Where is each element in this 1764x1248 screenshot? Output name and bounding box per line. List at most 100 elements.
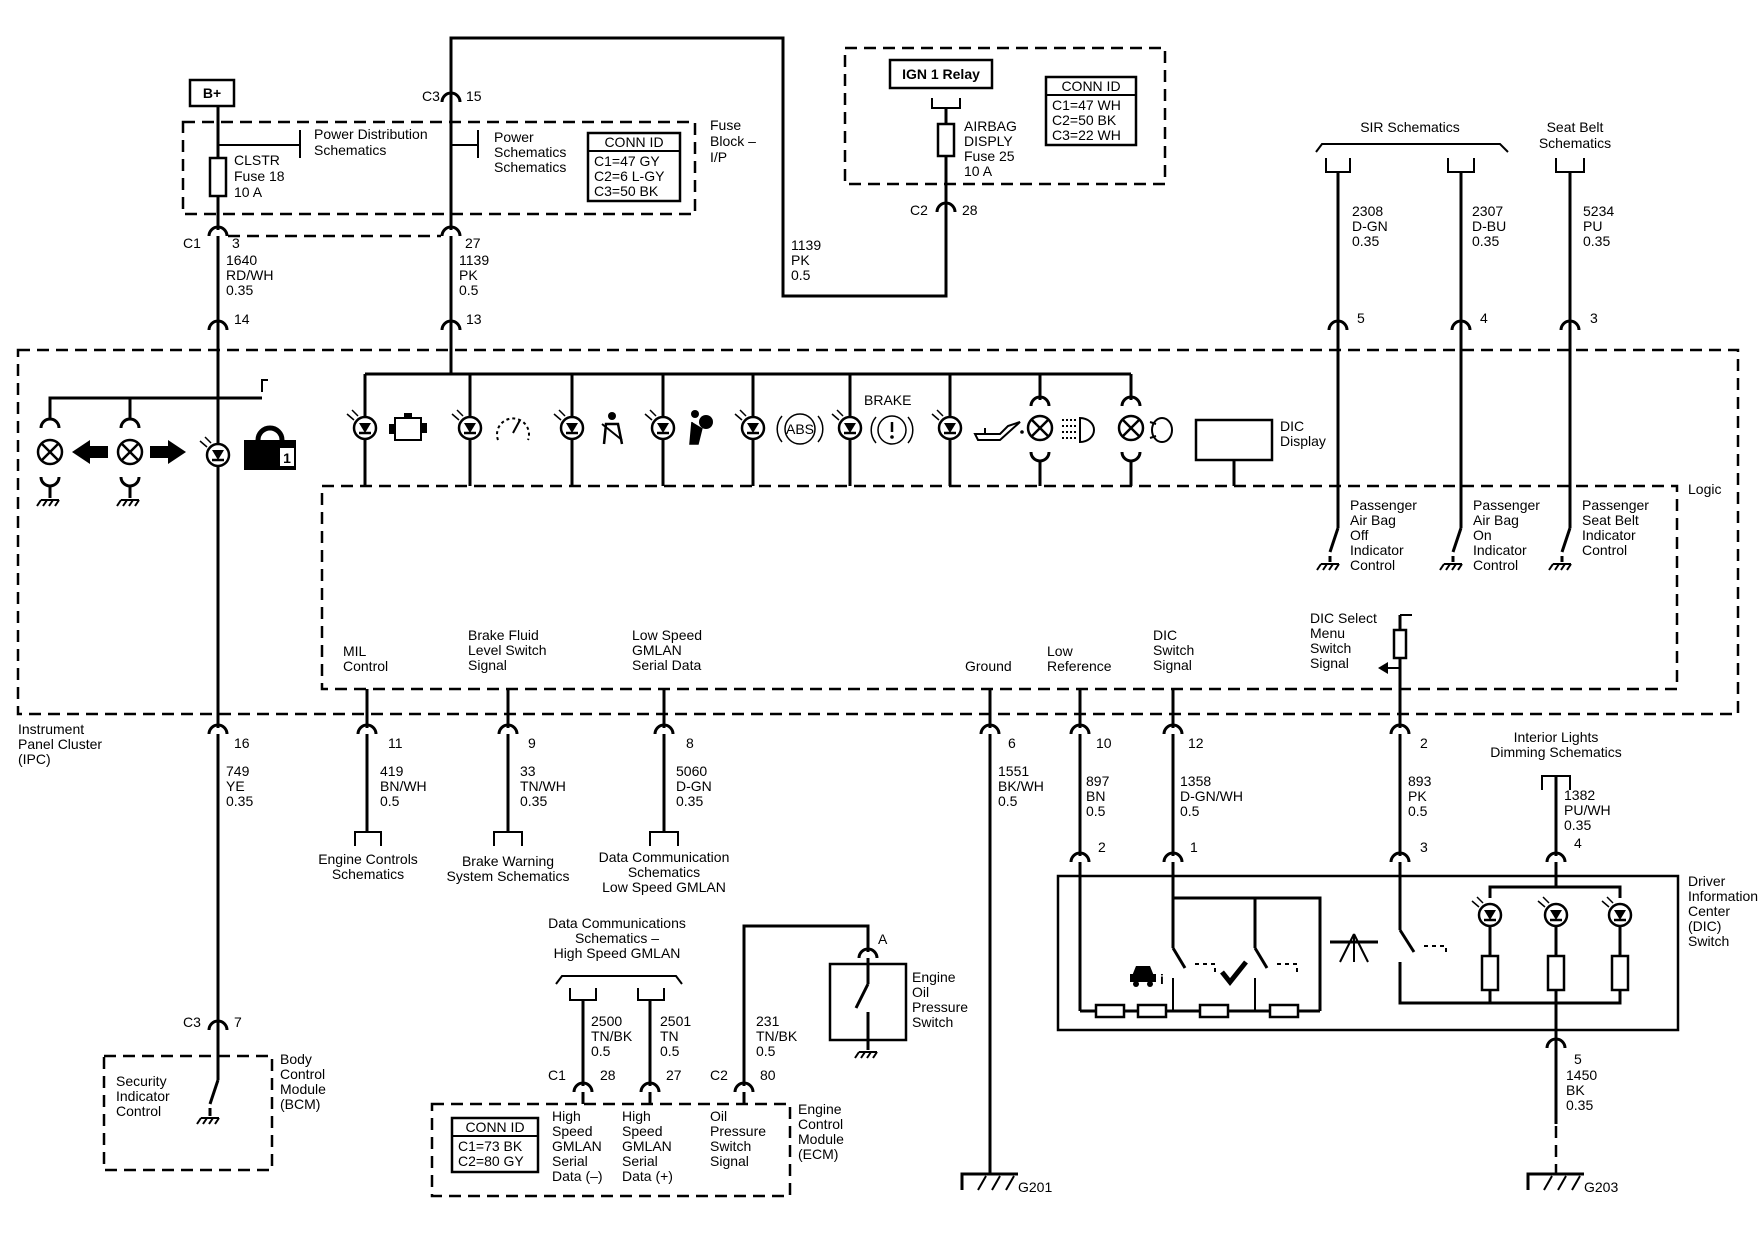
svg-text:Schematics: Schematics <box>628 864 700 880</box>
svg-text:GMLAN: GMLAN <box>552 1138 602 1154</box>
svg-text:2: 2 <box>1420 735 1428 751</box>
b-plus-label: B+ <box>203 85 221 101</box>
wire-1382: 1382 PU/WH 0.35 <box>1564 787 1611 833</box>
svg-text:G201: G201 <box>1018 1179 1052 1195</box>
svg-text:C2=6 L-GY: C2=6 L-GY <box>594 168 665 184</box>
turn-right-lamp <box>116 417 186 507</box>
wire-2307: 2307 D-BU 0.35 <box>1472 203 1506 249</box>
svg-text:28: 28 <box>962 202 978 218</box>
svg-text:Engine Controls: Engine Controls <box>318 851 418 867</box>
svg-text:Menu: Menu <box>1310 625 1345 641</box>
dimmer-icon <box>1330 933 1378 963</box>
svg-text:BK/WH: BK/WH <box>998 778 1044 794</box>
wire-419: 419 BN/WH 0.5 <box>380 763 427 809</box>
svg-text:Low Speed: Low Speed <box>632 627 702 643</box>
svg-text:0.5: 0.5 <box>380 793 400 809</box>
svg-text:4: 4 <box>1574 835 1582 851</box>
b-plus-block: B+ <box>188 78 236 108</box>
svg-text:Indicator: Indicator <box>116 1088 170 1104</box>
mil-indicator <box>345 374 427 486</box>
svg-text:1: 1 <box>1190 839 1198 855</box>
svg-text:Oil: Oil <box>912 984 929 1000</box>
svg-text:Schematics –: Schematics – <box>575 930 659 946</box>
abs-icon: ABS <box>776 413 824 445</box>
svg-text:Interior Lights: Interior Lights <box>1514 729 1599 745</box>
svg-text:GMLAN: GMLAN <box>622 1138 672 1154</box>
high-speed-gmlan-schematics: Data Communications Schematics – High Sp… <box>548 915 686 1001</box>
svg-text:BN: BN <box>1086 788 1105 804</box>
svg-text:Reference: Reference <box>1047 658 1112 674</box>
brake-fluid-level: Brake Fluid Level Switch Signal <box>468 627 547 728</box>
svg-text:0.5: 0.5 <box>591 1043 611 1059</box>
svg-text:Indicator: Indicator <box>1350 542 1404 558</box>
svg-text:0.5: 0.5 <box>1086 803 1106 819</box>
wire-897: 897 BN 0.5 <box>1086 773 1110 819</box>
svg-text:MIL: MIL <box>343 643 367 659</box>
wire-1640: 1640 RD/WH 0.35 <box>226 252 273 298</box>
svg-text:SIR Schematics: SIR Schematics <box>1360 119 1460 135</box>
oil-can-icon <box>973 421 1024 441</box>
seat-belt-indicator <box>552 374 624 486</box>
arrow-left-icon <box>72 440 108 464</box>
svg-text:2308: 2308 <box>1352 203 1383 219</box>
bcm-box <box>102 1054 274 1172</box>
checkmark-icon <box>1220 960 1248 987</box>
svg-text:PK: PK <box>1408 788 1427 804</box>
svg-text:Low Speed GMLAN: Low Speed GMLAN <box>602 879 726 895</box>
wire-1551: 1551 BK/WH 0.5 <box>998 763 1044 809</box>
svg-text:Indicator: Indicator <box>1582 527 1636 543</box>
svg-text:0.5: 0.5 <box>660 1043 680 1059</box>
svg-text:9: 9 <box>528 735 536 751</box>
ladder-resistor-3 <box>1198 1003 1230 1019</box>
svg-text:A: A <box>878 931 888 947</box>
ipc-label: Instrument Panel Cluster (IPC) <box>18 721 102 767</box>
svg-text:Switch: Switch <box>1688 933 1729 949</box>
svg-text:Control: Control <box>343 658 388 674</box>
pullup-resistor <box>1392 628 1408 660</box>
svg-text:Signal: Signal <box>710 1153 749 1169</box>
wire-2500: 2500 TN/BK 0.5 <box>591 1013 633 1059</box>
seat-belt-icon <box>601 412 624 445</box>
svg-text:Signal: Signal <box>1310 655 1349 671</box>
svg-text:Seat Belt: Seat Belt <box>1547 119 1604 135</box>
c2-relay-connector: C2 <box>910 202 928 218</box>
svg-text:Block –: Block – <box>710 133 756 149</box>
svg-text:i: i <box>1160 971 1164 987</box>
svg-text:Module: Module <box>280 1081 326 1097</box>
dic-select-signal: DIC Select Menu Switch Signal <box>1310 610 1412 728</box>
svg-text:Pressure: Pressure <box>912 999 968 1015</box>
svg-text:8: 8 <box>686 735 694 751</box>
svg-text:0.35: 0.35 <box>1352 233 1379 249</box>
svg-text:PU: PU <box>1583 218 1602 234</box>
svg-text:Data (–): Data (–) <box>552 1168 603 1184</box>
svg-text:DIC: DIC <box>1280 418 1304 434</box>
svg-text:5060: 5060 <box>676 763 707 779</box>
svg-text:CONN ID: CONN ID <box>465 1119 524 1135</box>
svg-text:Control: Control <box>798 1116 843 1132</box>
svg-text:PK: PK <box>459 267 478 283</box>
svg-text:Speed: Speed <box>552 1123 592 1139</box>
security-lock-icon: 1 <box>244 425 296 470</box>
svg-text:5234: 5234 <box>1583 203 1614 219</box>
logic-label: Logic <box>1688 481 1721 497</box>
svg-text:0.5: 0.5 <box>1180 803 1200 819</box>
engine-controls-schematics: Engine Controls Schematics <box>318 851 418 882</box>
hs-gmlan-minus: High Speed GMLAN Serial Data (–) <box>552 1108 603 1184</box>
svg-text:Low: Low <box>1047 643 1074 659</box>
hs-gmlan-plus: High Speed GMLAN Serial Data (+) <box>622 1108 673 1184</box>
svg-text:3: 3 <box>232 235 240 251</box>
engine-icon <box>389 413 427 441</box>
svg-text:BK: BK <box>1566 1082 1585 1098</box>
svg-text:YE: YE <box>226 778 245 794</box>
svg-text:C2=50 BK: C2=50 BK <box>1052 112 1117 128</box>
svg-text:1358: 1358 <box>1180 773 1211 789</box>
clstr-fuse-label: CLSTR Fuse 18 10 A <box>234 152 285 200</box>
svg-text:1139: 1139 <box>791 237 821 253</box>
svg-text:Seat Belt: Seat Belt <box>1582 512 1639 528</box>
ipc-box <box>16 348 1740 716</box>
svg-text:Serial: Serial <box>552 1153 588 1169</box>
svg-text:27: 27 <box>666 1067 682 1083</box>
brake-warning-schematics: Brake Warning System Schematics <box>447 853 570 884</box>
svg-text:Engine: Engine <box>798 1101 842 1117</box>
svg-text:0.35: 0.35 <box>676 793 703 809</box>
